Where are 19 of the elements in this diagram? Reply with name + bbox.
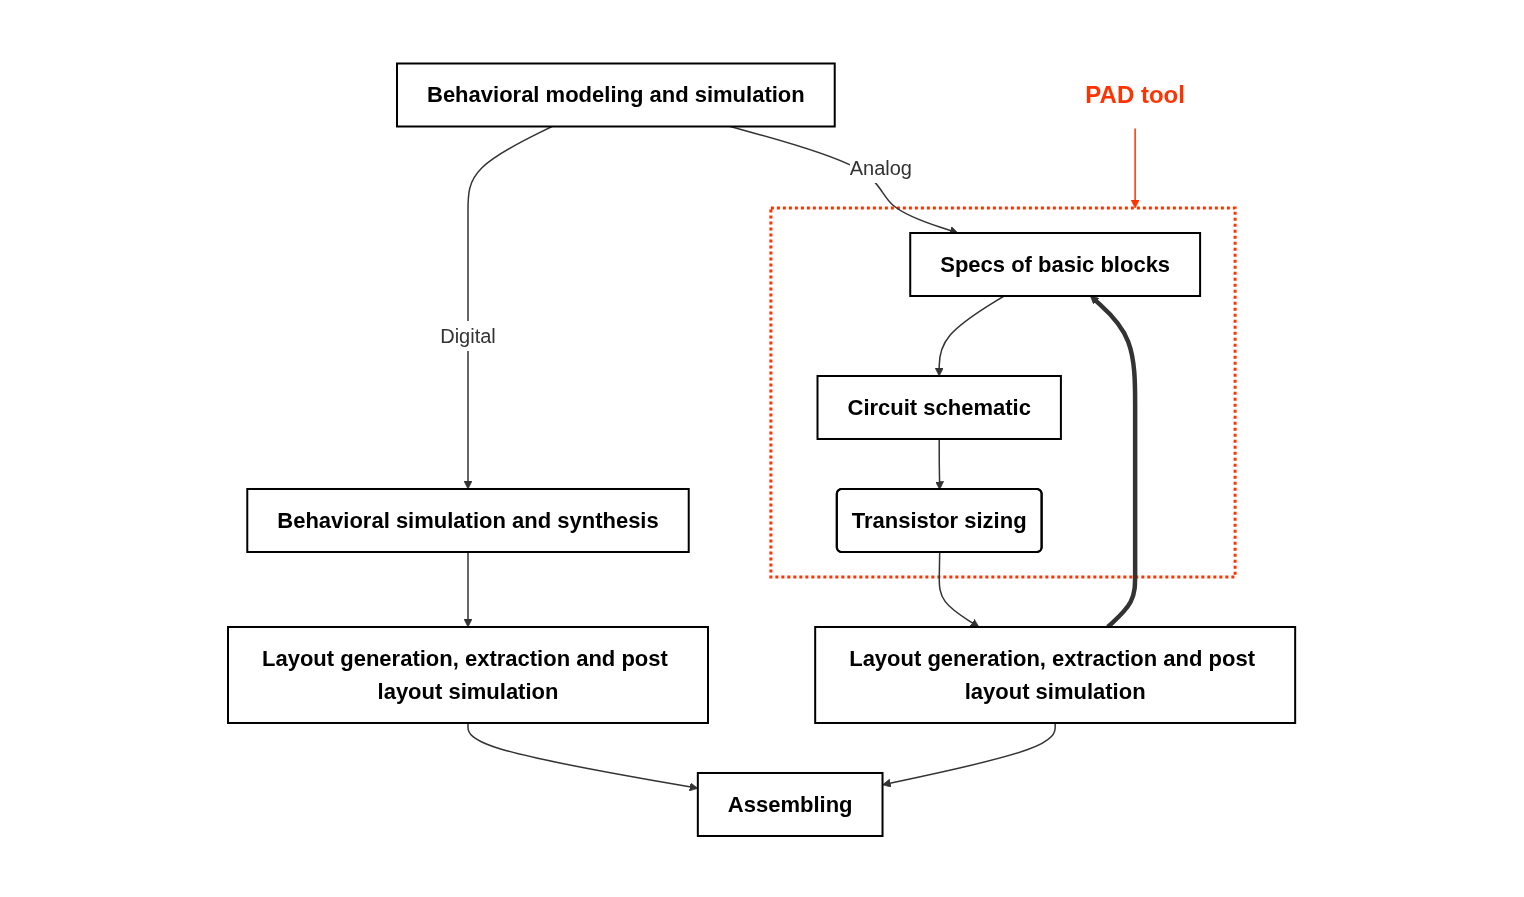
arrow bbox=[467, 721, 699, 791]
arrow bbox=[464, 550, 473, 627]
node-box: Behavioral modeling and simulation bbox=[396, 62, 837, 127]
edge-label: Analog bbox=[850, 156, 913, 179]
node-box: Specs of basic blocks bbox=[909, 231, 1202, 297]
cluster bbox=[769, 206, 1237, 578]
arrow bbox=[938, 551, 980, 627]
arrow bbox=[464, 125, 554, 489]
edge-label: Digital bbox=[440, 324, 497, 347]
node-box: Layout generation, extraction and post layout simulation bbox=[814, 625, 1297, 724]
node-box: Behavioral simulation and synthesis bbox=[246, 487, 691, 553]
node-box: Layout generation, extraction and post layout simulation bbox=[227, 625, 710, 724]
node-box: Assembling bbox=[697, 771, 884, 837]
arrow bbox=[882, 721, 1057, 787]
node-text: PAD tool bbox=[1085, 80, 1186, 108]
arrow bbox=[1131, 126, 1140, 208]
arrow bbox=[935, 294, 1006, 376]
node-box: Circuit schematic bbox=[816, 374, 1063, 440]
arrow bbox=[935, 437, 945, 490]
